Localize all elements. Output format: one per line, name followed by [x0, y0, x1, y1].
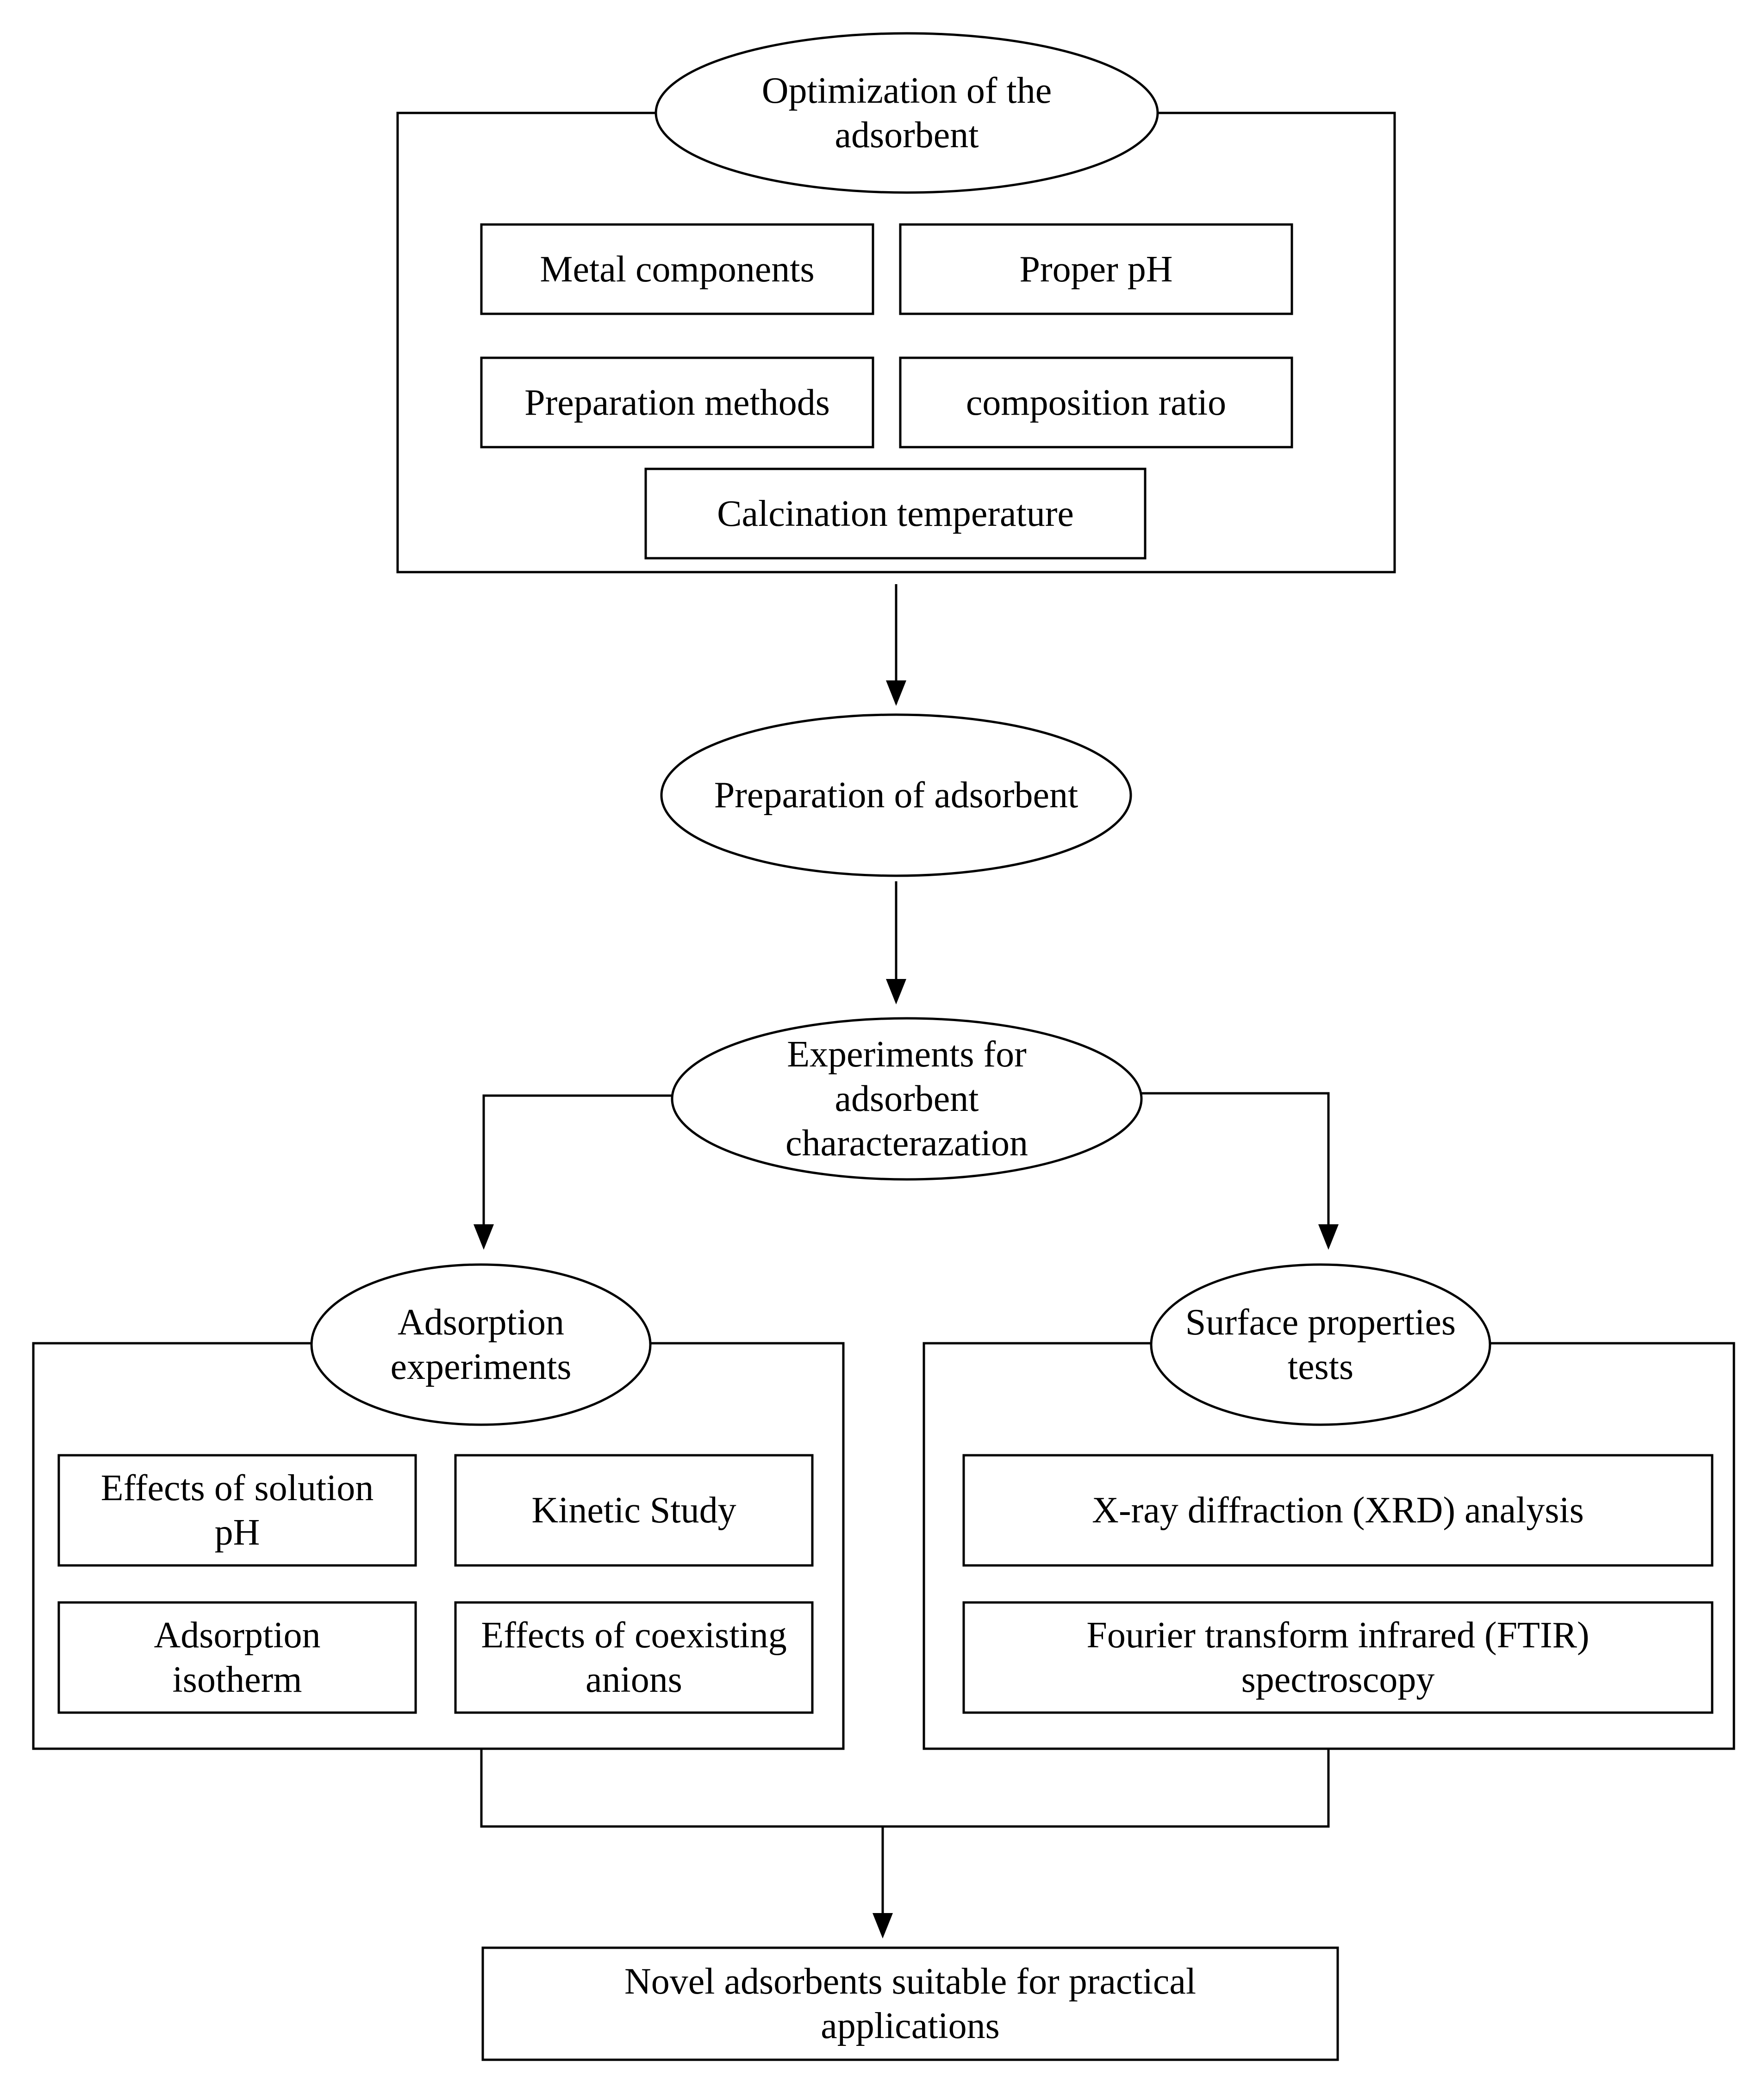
- merge-connector: [480, 1749, 1330, 1828]
- factor-box-preparation-methods: [480, 356, 874, 449]
- factor-label-proper-ph: Proper pH: [1019, 249, 1173, 290]
- result-title: Novel adsorbents suitable for practical …: [624, 1961, 1197, 2046]
- factor-label-composition-ratio: composition ratio: [966, 382, 1227, 423]
- adsorption-item-box-kinetic: [454, 1454, 814, 1567]
- factor-box-calcination-temperature: [644, 467, 1147, 560]
- factor-label-metal-components: Metal components: [540, 249, 815, 290]
- arrowhead-4: [1318, 1224, 1339, 1250]
- factor-box-proper-ph: [899, 223, 1293, 315]
- adsorption-item-isotherm: Adsorption isotherm: [154, 1615, 321, 1700]
- preparation-title: Preparation of adsorbent: [714, 775, 1078, 816]
- adsorption-item-anions: Effects of coexisting anions: [481, 1615, 787, 1700]
- adsorption-title: Adsorption experiments: [390, 1302, 572, 1387]
- arrowhead-1: [886, 680, 906, 706]
- surface-title: Surface properties tests: [1185, 1302, 1456, 1387]
- characterization-title: Experiments for adsorbent characterazati…: [785, 1034, 1028, 1164]
- surface-ellipse: [1150, 1263, 1491, 1426]
- arrowhead-3: [474, 1224, 494, 1250]
- preparation-ellipse: [660, 713, 1132, 877]
- surface-item-ftir: Fourier transform infrared (FTIR) spectr…: [1086, 1615, 1589, 1700]
- adsorption-item-box-isotherm: [57, 1601, 417, 1714]
- optimization-title: Optimization of the adsorbent: [761, 70, 1052, 156]
- arrowhead-2: [886, 979, 906, 1004]
- factor-box-metal-components: [480, 223, 874, 315]
- characterization-ellipse: [671, 1017, 1143, 1181]
- optimization-ellipse: [654, 32, 1159, 194]
- surface-item-box-xrd: [962, 1454, 1714, 1567]
- adsorption-item-box-anions: [454, 1601, 814, 1714]
- factor-label-calcination-temperature: Calcination temperature: [717, 493, 1074, 534]
- arrow-to-surface: [1141, 1092, 1330, 1245]
- arrowhead-5: [873, 1913, 893, 1938]
- adsorption-item-kinetic: Kinetic Study: [531, 1490, 736, 1531]
- adsorption-item-box-ph: [57, 1454, 417, 1567]
- arrow-to-adsorption: [482, 1094, 672, 1245]
- factor-box-composition-ratio: [899, 356, 1293, 449]
- adsorption-ellipse: [310, 1263, 652, 1426]
- result-box: [481, 1946, 1339, 2061]
- surface-item-box-ftir: [962, 1601, 1714, 1714]
- adsorption-item-ph: Effects of solution pH: [100, 1468, 374, 1553]
- factor-label-preparation-methods: Preparation methods: [524, 382, 830, 423]
- surface-item-xrd: X-ray diffraction (XRD) analysis: [1092, 1490, 1584, 1531]
